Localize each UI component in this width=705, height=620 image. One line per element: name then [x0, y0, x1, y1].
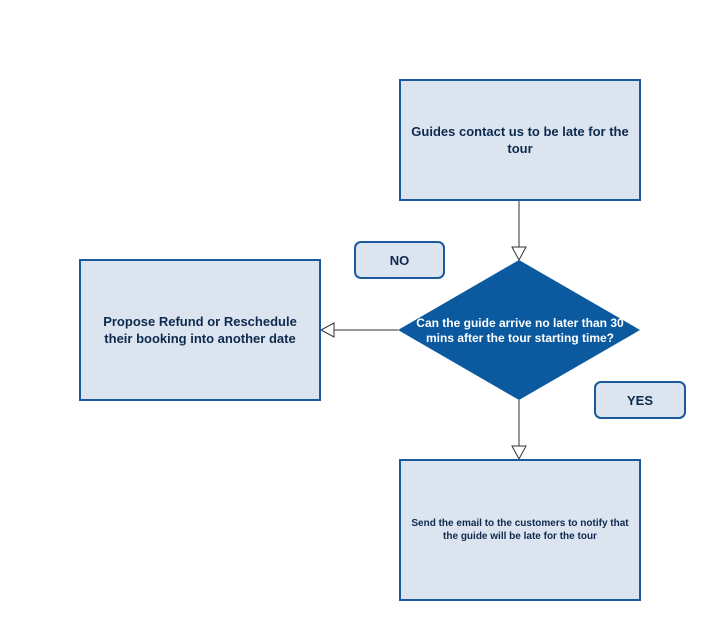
arrowhead-left-no — [319, 322, 335, 338]
send-email-text: Send the email to the customers to notif… — [411, 518, 629, 542]
send-email-box: Send the email to the customers to notif… — [399, 459, 641, 601]
decision-diamond — [398, 260, 640, 400]
yes-label-badge: YES — [594, 381, 686, 419]
decision-label: Can the guide arrive no later than 30 mi… — [416, 316, 624, 345]
arrowhead-down-yes — [511, 445, 527, 461]
decision-text: Can the guide arrive no later than 30 mi… — [408, 316, 632, 346]
refund-reschedule-box: Propose Refund or Reschedule their booki… — [79, 259, 321, 401]
yes-label: YES — [626, 392, 653, 408]
no-label: NO — [389, 252, 410, 268]
start-box-text: Guides contact us to be late for the tou… — [411, 124, 629, 156]
arrowhead-down-decision — [511, 246, 527, 262]
start-box: Guides contact us to be late for the tou… — [399, 79, 641, 201]
no-label-badge: NO — [354, 241, 445, 279]
refund-reschedule-text: Propose Refund or Reschedule their booki… — [103, 314, 297, 346]
